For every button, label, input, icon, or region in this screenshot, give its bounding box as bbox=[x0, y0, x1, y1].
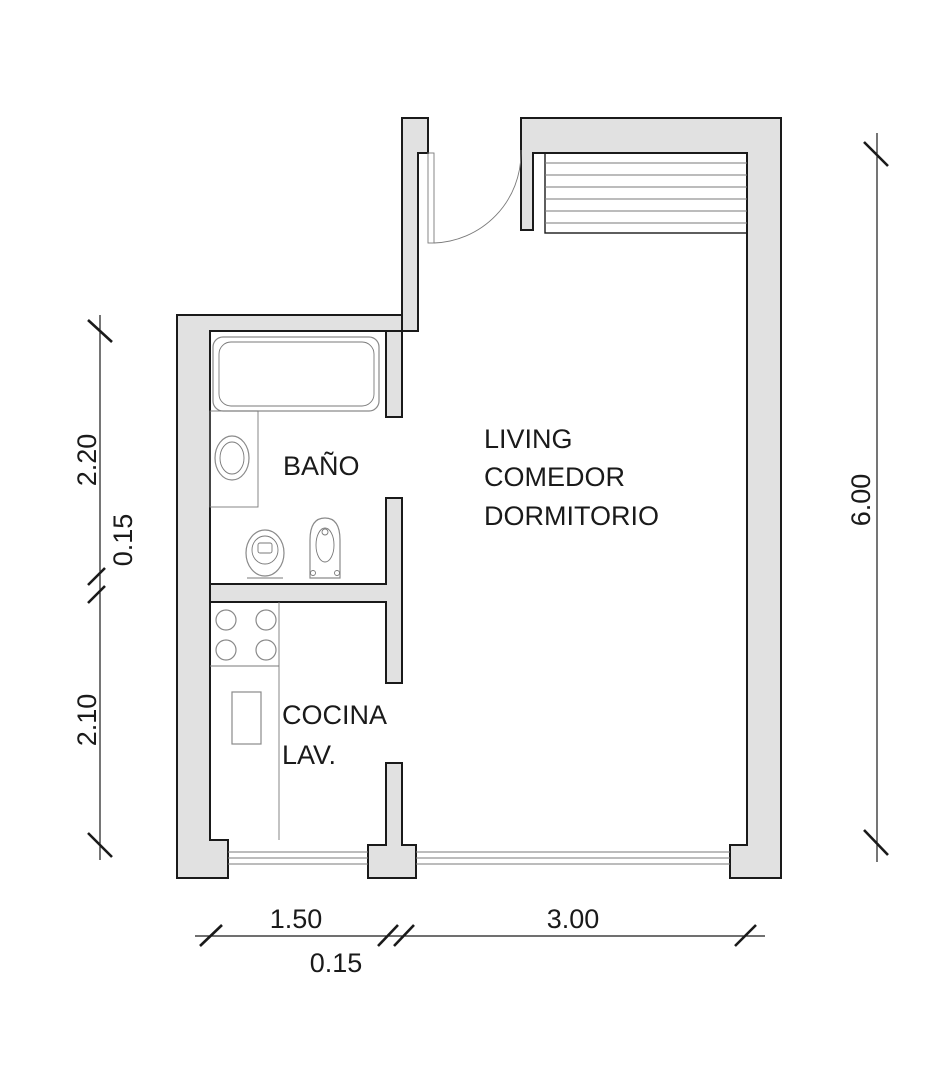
kitchen-sink bbox=[231, 691, 262, 745]
closet-shelves bbox=[544, 152, 748, 234]
bidet bbox=[309, 517, 341, 579]
dim-label-0-15-left: 0.15 bbox=[108, 514, 138, 567]
dim-label-0-15-bottom: 0.15 bbox=[310, 948, 363, 978]
room-label-living: LIVING bbox=[484, 424, 573, 454]
wall-right bbox=[520, 117, 782, 879]
dim-label-1-50: 1.50 bbox=[270, 904, 323, 934]
wall-partition bbox=[209, 497, 403, 684]
kitchen-fixtures bbox=[210, 602, 280, 840]
toilet bbox=[245, 529, 285, 579]
dim-label-6-00: 6.00 bbox=[846, 474, 876, 527]
room-label-lav: LAV. bbox=[282, 740, 336, 770]
wall-column bbox=[367, 762, 417, 879]
bathtub bbox=[212, 336, 380, 412]
room-label-cocina: COCINA bbox=[282, 700, 387, 730]
dimension-bottom bbox=[195, 924, 765, 947]
dim-label-2-10: 2.10 bbox=[72, 694, 102, 747]
bathroom-fixtures bbox=[209, 336, 380, 579]
dim-label-2-20: 2.20 bbox=[72, 434, 102, 487]
entry-door bbox=[427, 150, 522, 244]
wall-bath-east-upper bbox=[385, 330, 403, 418]
dimension-left bbox=[87, 315, 113, 860]
room-label-comedor: COMEDOR bbox=[484, 462, 625, 492]
window-living bbox=[416, 851, 730, 865]
walls bbox=[176, 117, 782, 879]
room-label-bano: BAÑO bbox=[283, 450, 360, 481]
room-label-dormitorio: DORMITORIO bbox=[484, 501, 659, 531]
wall-entry-jog bbox=[401, 117, 429, 332]
window-kitchen bbox=[228, 851, 368, 865]
vanity-counter bbox=[209, 410, 259, 508]
dimension-right bbox=[863, 133, 889, 862]
cooktop-burners bbox=[215, 609, 277, 661]
dim-label-3-00: 3.00 bbox=[547, 904, 600, 934]
